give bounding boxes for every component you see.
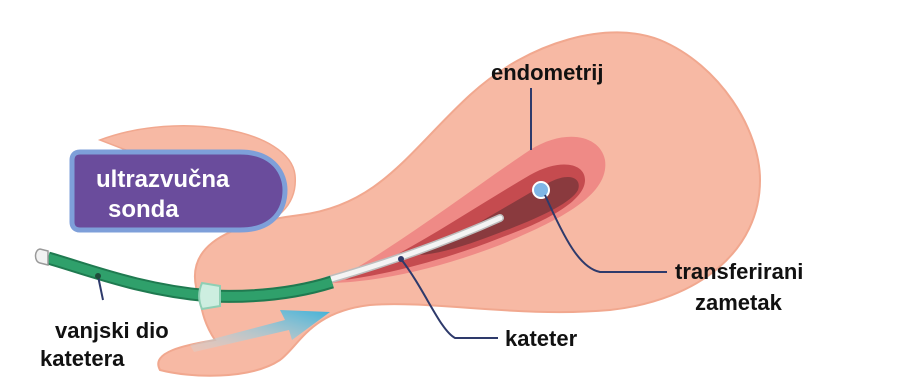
catheter-connector [199,283,220,309]
leader-dot-outer [95,273,101,279]
outer-catheter-label-line1: vanjski dio [55,318,169,344]
embryo-icon [533,182,549,198]
endometrium-label: endometrij [491,60,603,86]
embryo-label-line1: transferirani [675,259,803,285]
embryo-label-line2: zametak [695,290,782,316]
probe-label-line1: ultrazvučna [96,166,229,193]
outer-catheter-label-line2: katetera [40,346,124,372]
catheter-label: kateter [505,326,577,352]
leader-dot-catheter [398,256,404,262]
catheter-end-cap [36,249,49,265]
probe-label-line2: sonda [108,196,179,223]
